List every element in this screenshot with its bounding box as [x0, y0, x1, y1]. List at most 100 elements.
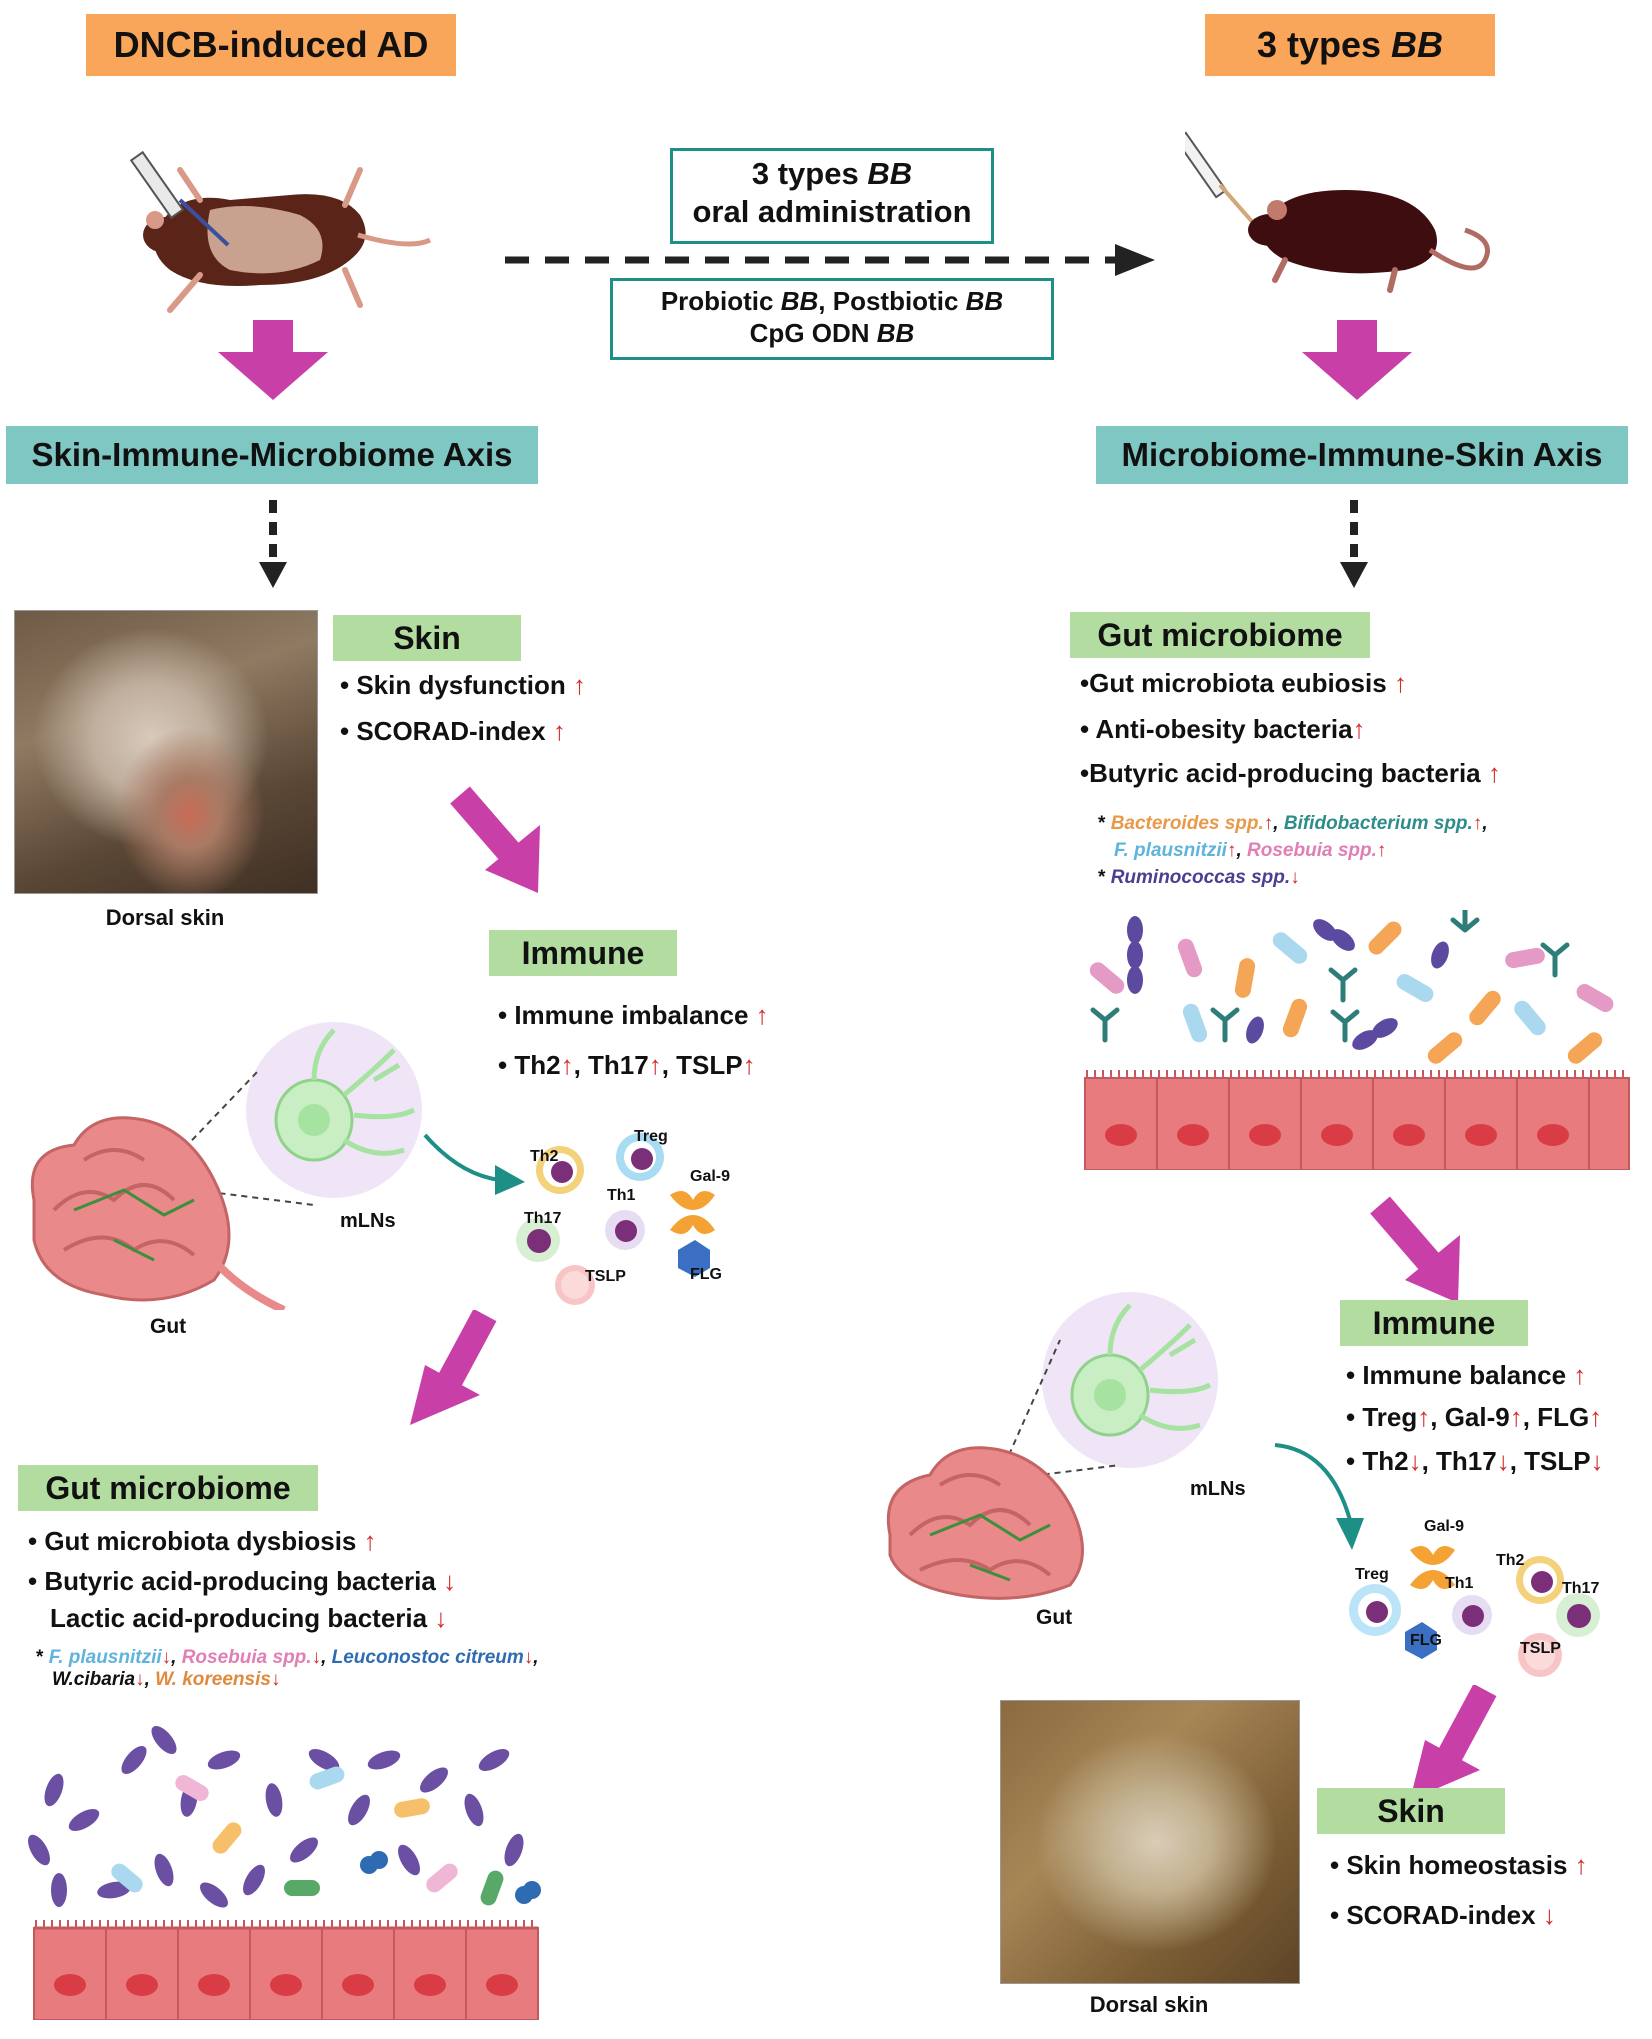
- right-gut-item-2: • Anti-obesity bacteria↑: [1080, 714, 1366, 744]
- mouse-bb-illustration: [1185, 131, 1490, 293]
- teal-curved-arrow-left: [423, 1133, 525, 1195]
- note-rosebuia-left: Rosebuia spp.: [181, 1647, 312, 1668]
- right-gut-item-1-text: Gut microbiota eubiosis: [1089, 668, 1387, 698]
- note-w-cibaria: W.cibaria: [52, 1669, 136, 1690]
- up-arrow-icon: ↑: [1263, 813, 1274, 834]
- gut-epithelium-dysbiosis: [28, 1725, 541, 2020]
- left-gut-item-1: • Gut microbiota dysbiosis ↑: [28, 1526, 377, 1556]
- oral-administration-box: 3 types BB oral administration: [670, 148, 994, 244]
- note-rosebuia-right: Rosebuia spp.: [1247, 840, 1377, 861]
- down-arrow-icon: ↓: [1542, 1900, 1556, 1930]
- up-arrow-icon: ↑: [1472, 813, 1483, 834]
- left-immune-header: Immune: [489, 930, 677, 976]
- immune-cells-right: [1349, 1546, 1600, 1677]
- right-immune-item-2: • Treg↑, Gal-9↑, FLG↑: [1346, 1402, 1603, 1432]
- left-immune-item-2: • Th2↑, Th17↑, TSLP↑: [498, 1050, 756, 1080]
- note-bacteroides: Bacteroides spp.: [1110, 813, 1264, 834]
- down-arrow-icon: ↓: [434, 1603, 448, 1633]
- dorsal-skin-caption-left: Dorsal skin: [105, 905, 225, 930]
- left-gut-item-1-text: Gut microbiota dysbiosis: [44, 1526, 357, 1556]
- right-immune-header: Immune: [1340, 1300, 1528, 1346]
- down-arrow-icon: ↓: [161, 1647, 172, 1668]
- bb-types-line1: Probiotic BB, Postbiotic BB: [613, 285, 1051, 317]
- gut-label-left: Gut: [150, 1315, 187, 1338]
- down-arrow-icon: ↓: [523, 1647, 534, 1668]
- down-arrow-icon: ↓: [1590, 1446, 1604, 1476]
- left-immune-item-1: • Immune imbalance ↑: [498, 1000, 769, 1030]
- right-immune-item-1-text: Immune balance: [1362, 1360, 1567, 1390]
- up-arrow-icon: ↑: [1509, 1402, 1523, 1432]
- up-arrow-icon: ↑: [742, 1050, 756, 1080]
- right-skin-header: Skin: [1317, 1788, 1505, 1834]
- th17-text: , Th17: [1421, 1446, 1497, 1476]
- th17-text: , Th17: [573, 1050, 649, 1080]
- dorsal-skin-photo-healthy: [1000, 1700, 1300, 1984]
- right-gut-item-3-text: Butyric acid-producing bacteria: [1089, 758, 1481, 788]
- right-immune-item-1: • Immune balance ↑: [1346, 1360, 1587, 1390]
- bb-types-box: Probiotic BB, Postbiotic BB CpG ODN BB: [610, 278, 1054, 360]
- oral-line1-italic: BB: [867, 156, 913, 191]
- tslp-text: , TSLP: [1509, 1446, 1591, 1476]
- note-f-plausnitzii-right: F. plausnitzii: [1114, 840, 1227, 861]
- title-dncb-induced-ad: DNCB-induced AD: [86, 14, 456, 76]
- up-arrow-icon: ↑: [648, 1050, 662, 1080]
- immune-cells-left: [516, 1133, 715, 1305]
- bb-part1: Probiotic: [660, 286, 781, 316]
- th1-cell-label-right: Th1: [1445, 1575, 1474, 1592]
- up-arrow-icon: ↑: [363, 1526, 377, 1556]
- down-arrow-icon: ↓: [311, 1647, 322, 1668]
- mlns-label-left: mLNs: [340, 1210, 396, 1232]
- left-skin-item-1-text: Skin dysfunction: [356, 670, 566, 700]
- up-arrow-icon: ↑: [1589, 1402, 1603, 1432]
- note-ruminococcas: Ruminococcas spp.: [1110, 867, 1291, 888]
- right-skin-item-2-text: SCORAD-index: [1346, 1900, 1536, 1930]
- up-arrow-icon: ↑: [560, 1050, 574, 1080]
- oral-line1: 3 types BB: [673, 155, 991, 193]
- th2-text: Th2: [1362, 1446, 1409, 1476]
- bb-italic-1: BB: [780, 286, 819, 316]
- left-skin-item-2: • SCORAD-index ↑: [340, 716, 566, 746]
- right-axis-label: Microbiome-Immune-Skin Axis: [1096, 426, 1628, 484]
- left-gut-notes: * F. plausnitzii↓, Rosebuia spp.↓, Leuco…: [36, 1647, 539, 1690]
- right-gut-item-2-text: Anti-obesity bacteria: [1095, 714, 1353, 744]
- dorsal-skin-caption-right: Dorsal skin: [1089, 1992, 1209, 2017]
- up-arrow-icon: ↑: [1487, 758, 1501, 788]
- note-leuconostoc: Leuconostoc citreum: [331, 1647, 524, 1668]
- note-bifidobacterium: Bifidobacterium spp.: [1283, 813, 1473, 834]
- left-axis-label: Skin-Immune-Microbiome Axis: [6, 426, 538, 484]
- down-arrow-icon: ↓: [443, 1566, 457, 1596]
- asterisk: *: [1098, 813, 1106, 834]
- bb-part2: , Postbiotic: [818, 286, 966, 316]
- up-arrow-icon: ↑: [1574, 1850, 1588, 1880]
- title-3-types-plain: 3 types: [1256, 24, 1392, 65]
- teal-curved-arrow-right: [1274, 1443, 1364, 1550]
- magenta-diag-arrow-3: [1370, 1196, 1460, 1303]
- up-arrow-icon: ↑: [1573, 1360, 1587, 1390]
- up-arrow-icon: ↑: [1376, 840, 1387, 861]
- treg-cell-label-right: Treg: [1355, 1566, 1389, 1583]
- magenta-diag-arrow-4: [1410, 1685, 1497, 1800]
- gal9-label-left: Gal-9: [690, 1168, 731, 1185]
- left-gut-item-2: • Butyric acid-producing bacteria ↓: [28, 1566, 457, 1596]
- down-arrow-icon: ↓: [135, 1669, 145, 1690]
- gal9-label-right: Gal-9: [1424, 1518, 1465, 1535]
- flg-text: , FLG: [1522, 1402, 1590, 1432]
- down-arrow-icon: ↓: [1290, 867, 1300, 888]
- right-skin-item-2: • SCORAD-index ↓: [1330, 1900, 1556, 1930]
- oral-line2: oral administration: [692, 194, 972, 229]
- magenta-diag-arrow-2: [410, 1310, 497, 1425]
- th2-text: Th2: [514, 1050, 561, 1080]
- asterisk: *: [1098, 867, 1106, 888]
- right-gut-notes: * Bacteroides spp.↑, Bifidobacterium spp…: [1098, 813, 1488, 888]
- th2-cell-label-right: Th2: [1496, 1552, 1525, 1569]
- bb-line2-plain: CpG ODN: [749, 318, 877, 348]
- magenta-diag-arrow-1: [450, 786, 540, 893]
- treg-text: Treg: [1362, 1402, 1418, 1432]
- left-skin-header: Skin: [333, 615, 521, 661]
- tslp-text: , TSLP: [661, 1050, 743, 1080]
- note-w-koreensis: W. koreensis: [155, 1669, 271, 1690]
- mouse-dncb-illustration: [129, 150, 432, 313]
- left-gut-item-2-text: Butyric acid-producing bacteria: [44, 1566, 436, 1596]
- th1-cell-label-left: Th1: [607, 1187, 636, 1204]
- asterisk: *: [36, 1647, 44, 1668]
